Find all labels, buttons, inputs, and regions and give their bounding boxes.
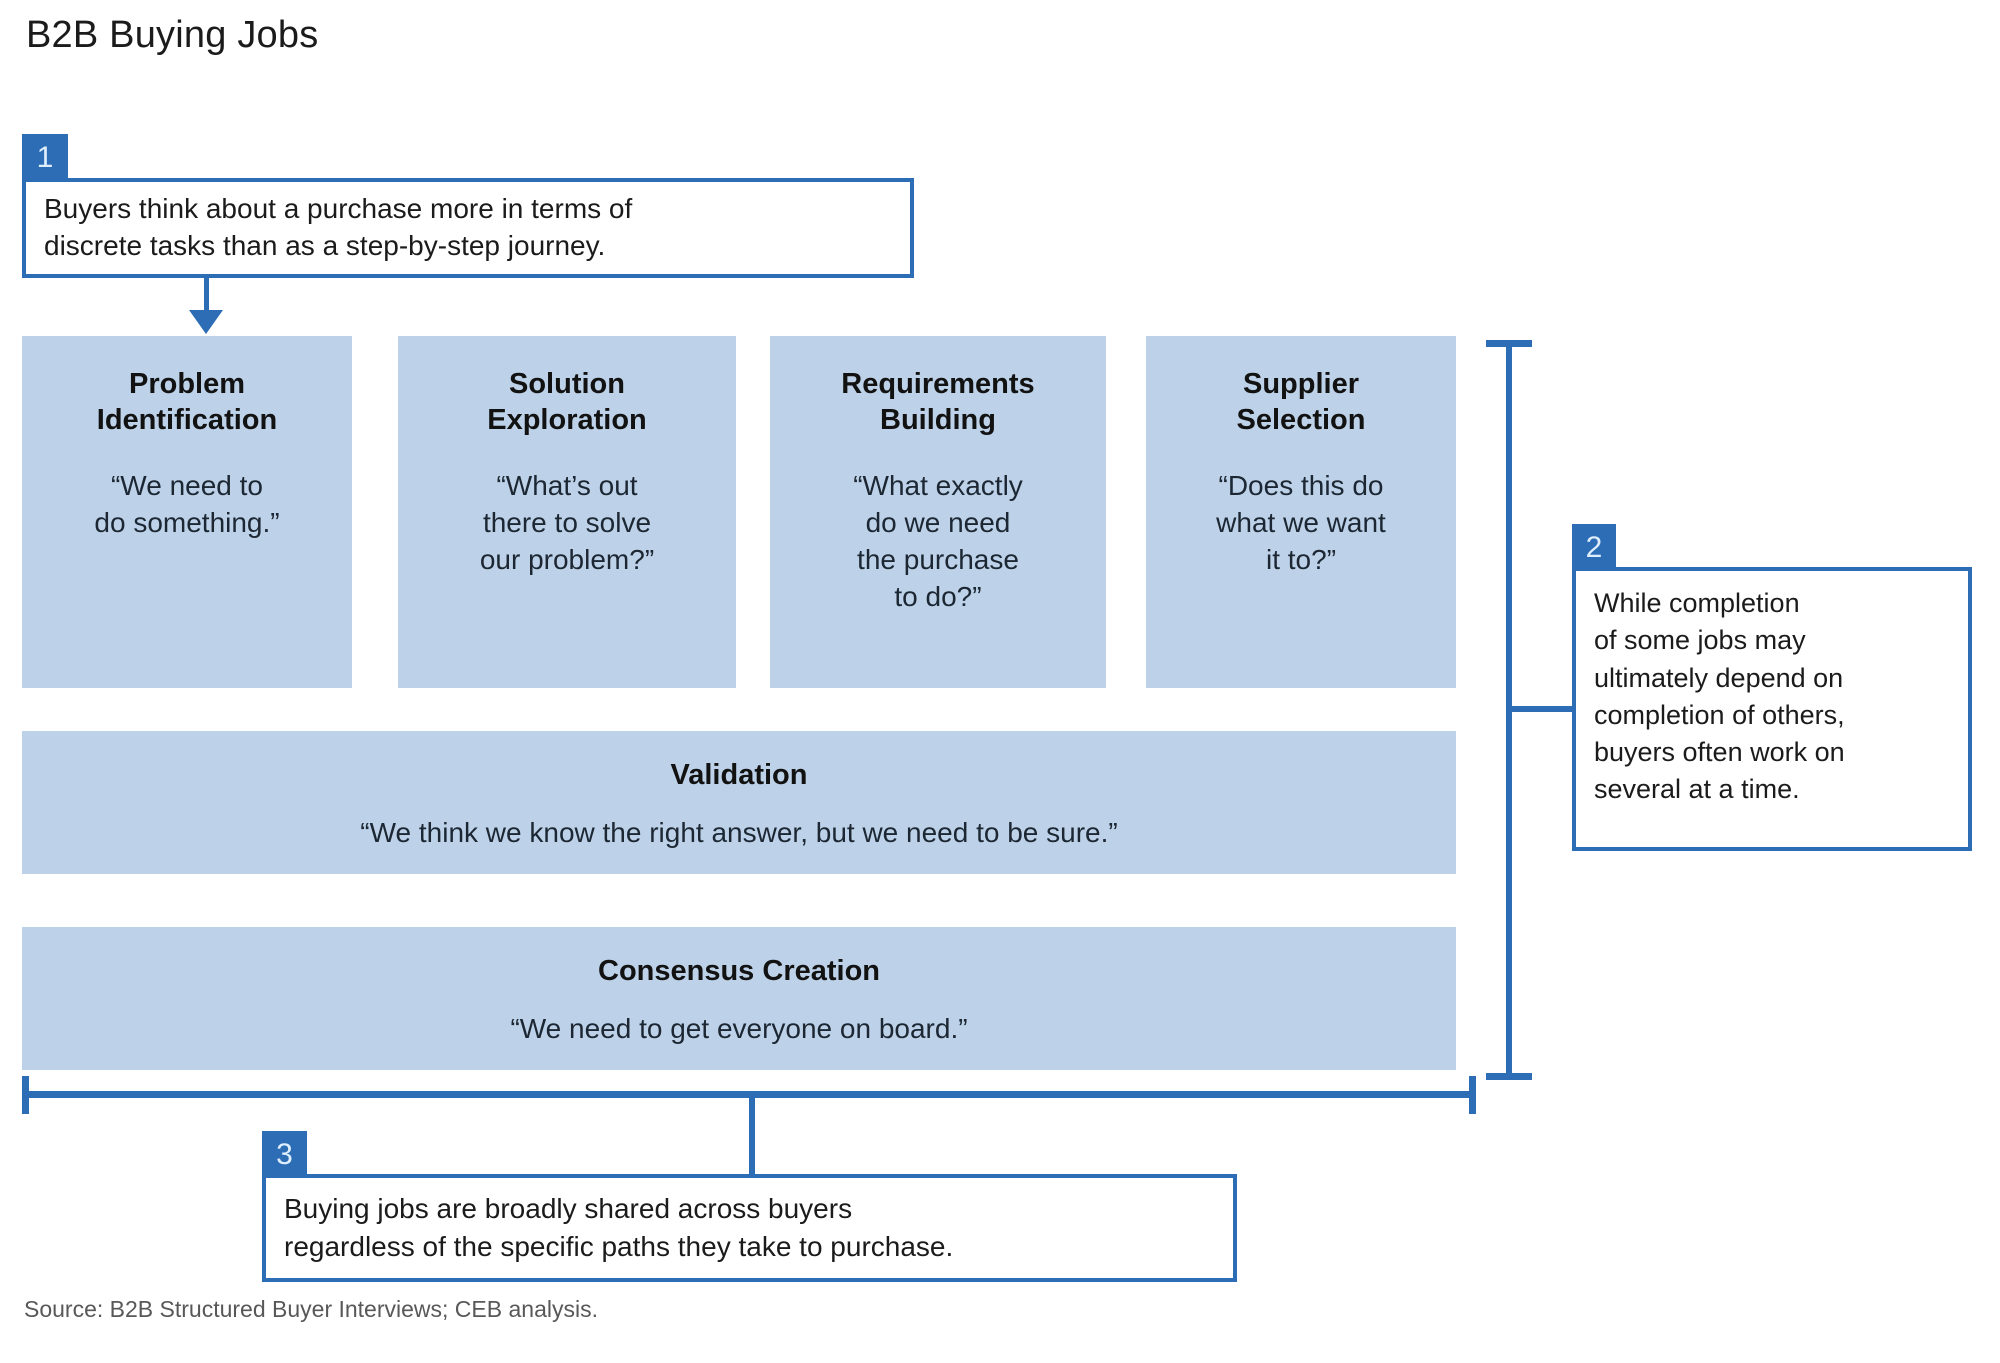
callout-3-badge: 3 xyxy=(262,1131,307,1180)
bottom-bracket-connector xyxy=(749,1091,755,1178)
bar-quote: “We think we know the right answer, but … xyxy=(360,817,1118,848)
job-title: Supplier Selection xyxy=(1236,368,1366,437)
source-note: Source: B2B Structured Buyer Interviews;… xyxy=(24,1296,598,1322)
callout-1-box: Buyers think about a purchase more in te… xyxy=(22,178,914,278)
job-bar-validation: Validation “We think we know the right a… xyxy=(22,731,1456,874)
callout-3-box: Buying jobs are broadly shared across bu… xyxy=(262,1174,1237,1282)
job-quote: “What exactly do we need the purchase to… xyxy=(853,469,1023,613)
arrow-down-stem xyxy=(204,278,209,316)
arrow-down-icon xyxy=(189,310,223,334)
job-box-solution-exploration: Solution Exploration “What’s out there t… xyxy=(398,336,736,688)
job-box-requirements-building: Requirements Building “What exactly do w… xyxy=(770,336,1106,688)
bar-title: Consensus Creation xyxy=(598,955,880,987)
callout-1-text: Buyers think about a purchase more in te… xyxy=(44,193,633,261)
job-bar-consensus-creation: Consensus Creation “We need to get every… xyxy=(22,927,1456,1070)
right-bracket-cap-bottom xyxy=(1486,1073,1532,1080)
job-title: Solution Exploration xyxy=(487,368,647,437)
callout-2-text: While completion of some jobs may ultima… xyxy=(1594,588,1845,805)
bar-quote: “We need to get everyone on board.” xyxy=(510,1013,968,1044)
job-box-supplier-selection: Supplier Selection “Does this do what we… xyxy=(1146,336,1456,688)
bottom-bracket-cap-right xyxy=(1469,1076,1476,1114)
bottom-bracket-cap-left xyxy=(22,1076,29,1114)
right-bracket-cap-top xyxy=(1486,340,1532,347)
page-title: B2B Buying Jobs xyxy=(26,14,319,56)
job-quote: “What’s out there to solve our problem?” xyxy=(479,469,655,575)
job-box-problem-identification: Problem Identification “We need to do so… xyxy=(22,336,352,688)
job-title: Requirements Building xyxy=(841,368,1035,437)
job-quote: “We need to do something.” xyxy=(94,469,280,538)
callout-2-badge: 2 xyxy=(1572,524,1616,573)
callout-1-badge: 1 xyxy=(22,134,68,184)
job-quote: “Does this do what we want it to?” xyxy=(1216,469,1386,575)
callout-2-box: While completion of some jobs may ultima… xyxy=(1572,567,1972,851)
right-bracket-connector xyxy=(1506,706,1576,712)
job-title: Problem Identification xyxy=(96,368,278,437)
bar-title: Validation xyxy=(670,759,808,791)
callout-3-text: Buying jobs are broadly shared across bu… xyxy=(284,1193,954,1262)
